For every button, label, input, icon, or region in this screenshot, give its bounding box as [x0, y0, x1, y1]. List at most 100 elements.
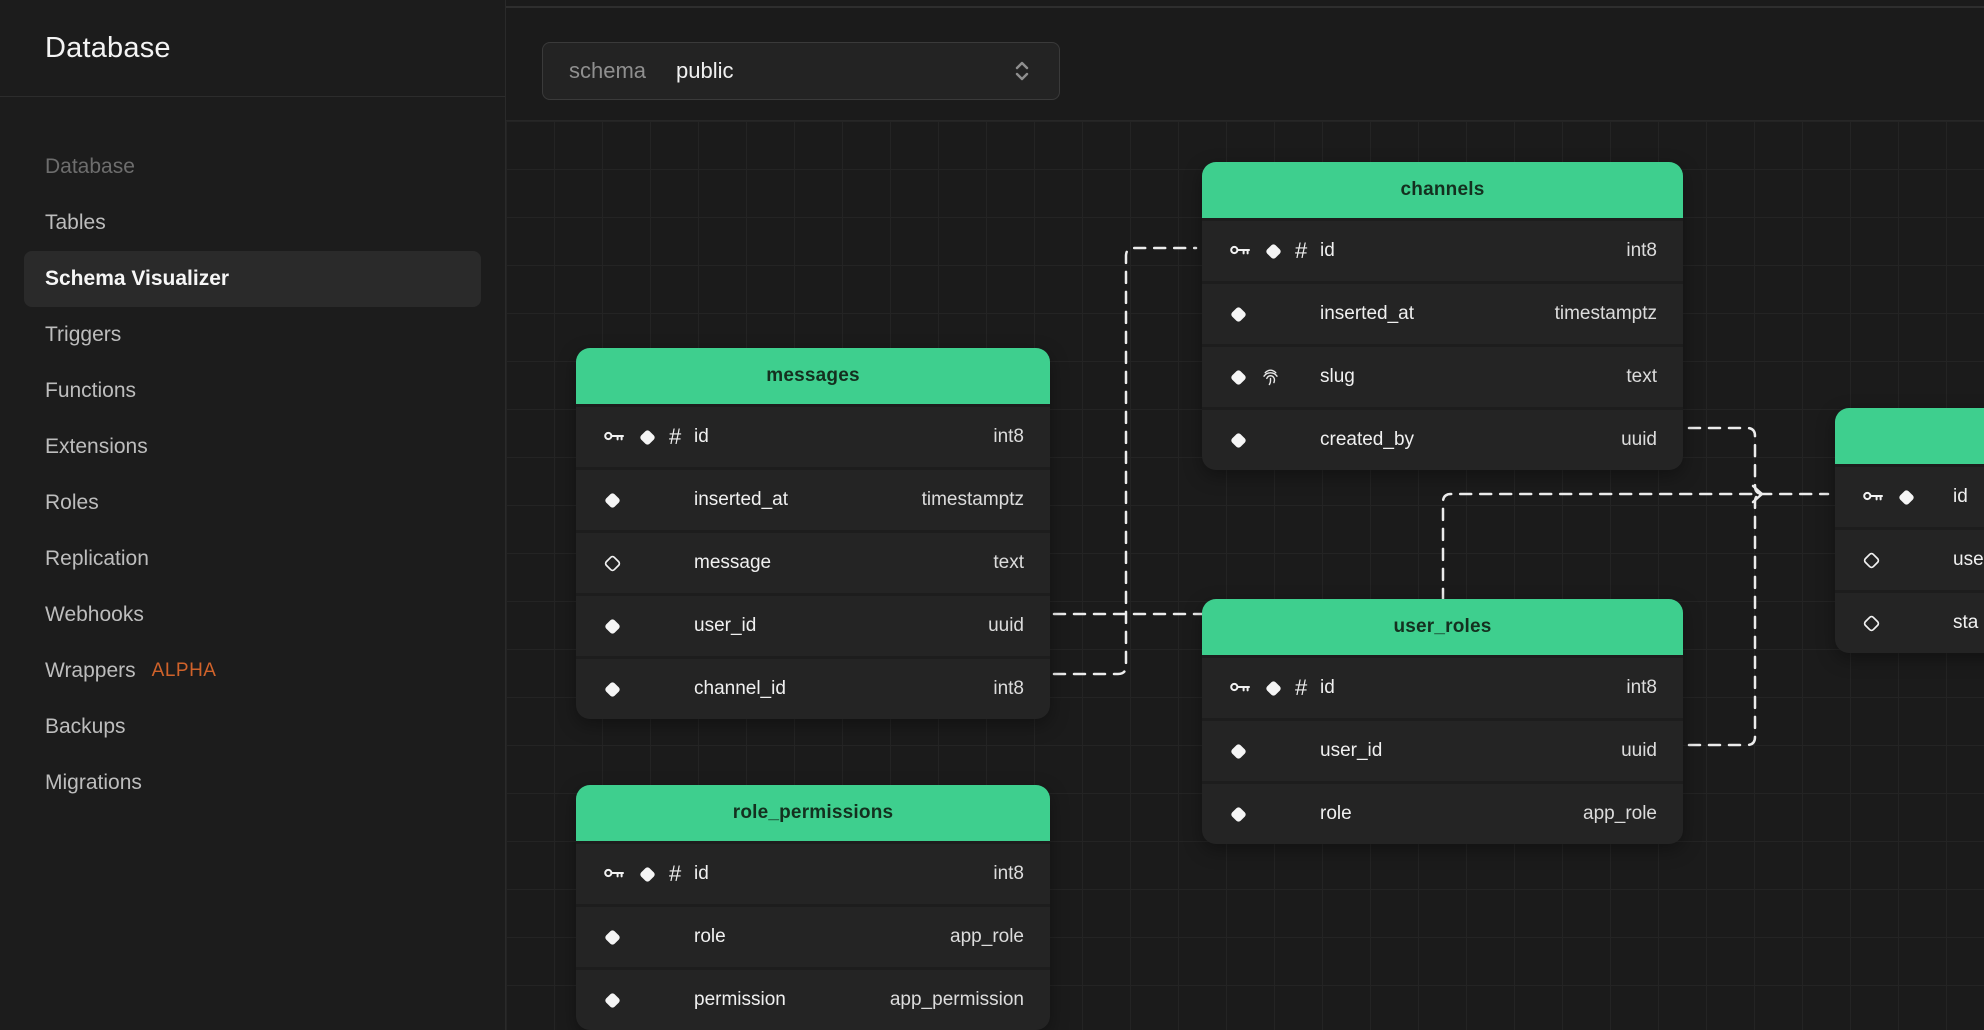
unique-icon — [1260, 367, 1281, 388]
column-row-permission: permission app_permission — [576, 970, 1050, 1030]
column-icons — [602, 927, 694, 948]
sidebar-item-roles[interactable]: Roles — [45, 491, 99, 514]
not-null-icon — [602, 616, 623, 637]
column-type: uuid — [988, 615, 1024, 636]
column-name: slug — [1320, 366, 1355, 387]
identity-icon: # — [1295, 674, 1308, 700]
edge-user_roles.user_id-to-users.id — [1687, 492, 1765, 747]
schema-select-value: public — [676, 58, 734, 83]
column-type: int8 — [993, 678, 1024, 699]
database-sidebar: Database Database Tables Schema Visualiz… — [0, 0, 506, 1030]
schema-select-label: schema — [569, 58, 647, 83]
sidebar-item-schema-visualizer[interactable]: Schema Visualizer — [24, 251, 481, 307]
table-header: role_permissions — [576, 785, 1050, 841]
column-icons — [1861, 550, 1953, 571]
column-name: user_id — [1320, 740, 1383, 761]
table-node-user_roles[interactable]: user_roles # id int8 user_id uuid role app_role — [1202, 599, 1683, 844]
not-null-icon — [1228, 304, 1249, 325]
column-type: int8 — [1626, 677, 1657, 698]
column-row-use: use — [1835, 530, 1984, 590]
column-type: text — [993, 552, 1024, 573]
edge-messages.channel_id-to-channels.id — [1052, 246, 1198, 676]
sidebar-item-extensions[interactable]: Extensions — [45, 435, 148, 458]
column-icons — [602, 679, 694, 700]
nav-section-label: Database — [45, 155, 135, 178]
column-icons — [1861, 613, 1953, 634]
column-name: created_by — [1320, 429, 1415, 450]
primary-key-icon — [1228, 676, 1252, 700]
not-null-icon — [602, 490, 623, 511]
column-icons: # — [1228, 676, 1320, 700]
sidebar-item-replication[interactable]: Replication — [45, 547, 149, 570]
primary-key-icon — [602, 425, 626, 449]
column-icons — [1228, 741, 1320, 762]
column-type: uuid — [1621, 429, 1657, 450]
primary-key-icon — [1228, 239, 1252, 263]
not-null-icon — [637, 864, 658, 885]
not-null-icon — [1228, 367, 1249, 388]
column-name: permission — [694, 989, 786, 1010]
column-row-created_by: created_by uuid — [1202, 410, 1683, 470]
column-type: timestamptz — [921, 489, 1024, 510]
identity-icon: # — [669, 423, 682, 449]
not-null-icon — [637, 427, 658, 448]
not-null-icon — [1228, 804, 1249, 825]
column-icons — [1228, 367, 1320, 388]
column-name: id — [1320, 677, 1335, 698]
column-type: app_role — [950, 926, 1024, 947]
alpha-badge: ALPHA — [151, 660, 217, 681]
sidebar-item-wrappers[interactable]: Wrappers ALPHA — [45, 659, 217, 682]
column-type: int8 — [993, 863, 1024, 884]
sidebar-item-functions[interactable]: Functions — [45, 379, 137, 402]
column-name: id — [694, 426, 709, 447]
chevron-up-down-icon — [1011, 58, 1033, 84]
window-top-divider — [0, 6, 1984, 8]
column-name: message — [694, 552, 772, 573]
sidebar-item-tables[interactable]: Tables — [45, 211, 106, 234]
column-row-id: # id int8 — [1202, 658, 1683, 718]
column-name: role — [1320, 803, 1352, 824]
nullable-icon — [1861, 550, 1882, 571]
sidebar-nav: Database Tables Schema Visualizer Trigge… — [0, 97, 505, 811]
column-row-user_id: user_id uuid — [1202, 721, 1683, 781]
primary-key-icon — [1861, 485, 1885, 509]
column-icons — [602, 490, 694, 511]
edge-messages.user_id-to-users.id — [1052, 492, 1830, 616]
column-icons: # — [1228, 239, 1320, 263]
sidebar-item-webhooks[interactable]: Webhooks — [45, 603, 144, 626]
not-null-icon — [602, 927, 623, 948]
not-null-icon — [1896, 487, 1917, 508]
not-null-icon — [1228, 741, 1249, 762]
column-icons: # — [602, 425, 694, 449]
not-null-icon — [1263, 678, 1284, 699]
column-type: uuid — [1621, 740, 1657, 761]
sidebar-item-triggers[interactable]: Triggers — [45, 323, 122, 346]
table-header: user_roles — [1202, 599, 1683, 655]
column-row-role: role app_role — [1202, 784, 1683, 844]
column-type: app_role — [1583, 803, 1657, 824]
column-type: app_permission — [889, 989, 1024, 1010]
identity-icon: # — [1295, 237, 1308, 263]
nullable-icon — [602, 553, 623, 574]
sidebar-header: Database — [0, 0, 505, 97]
nullable-icon — [1861, 613, 1882, 634]
column-name: id — [694, 863, 709, 884]
sidebar-item-migrations[interactable]: Migrations — [45, 771, 142, 794]
column-icons: # — [602, 862, 694, 886]
sidebar-item-backups[interactable]: Backups — [45, 715, 126, 738]
not-null-icon — [1263, 241, 1284, 262]
schema-select[interactable]: schema public — [542, 42, 1060, 100]
column-row-message: message text — [576, 533, 1050, 593]
column-row-sta: sta — [1835, 593, 1984, 653]
